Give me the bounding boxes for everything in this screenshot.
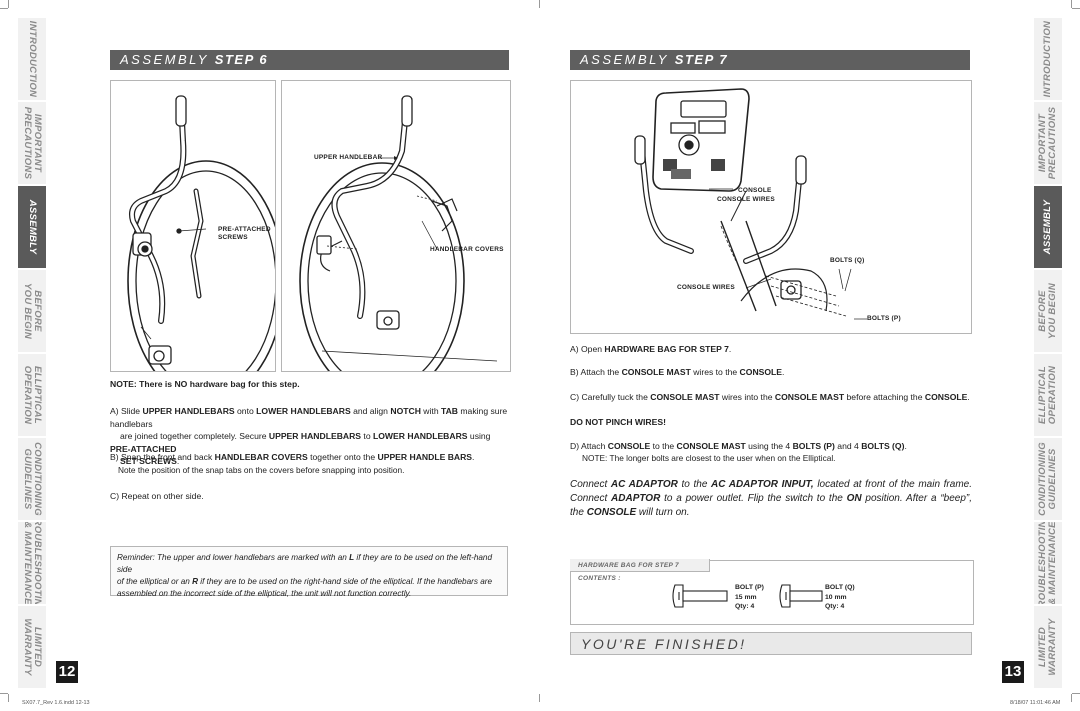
crop-mark (1071, 0, 1072, 8)
connect-adaptor-paragraph: Connect AC ADAPTOR to the AC ADAPTOR INP… (570, 479, 972, 518)
finished-banner: YOU'RE FINISHED! (570, 632, 972, 655)
callout-bolts-p: BOLTS (P) (867, 315, 901, 322)
callout-console-wires: CONSOLE WIRES (717, 196, 775, 203)
step-7-figure: CONSOLE CONSOLE WIRES BOLTS (Q) CONSOLE … (570, 80, 972, 334)
bolt-q-icon (779, 584, 823, 608)
center-crop-mark (539, 694, 540, 702)
tab-assembly[interactable]: ASSEMBLY (18, 186, 46, 268)
step-6-instruction-a: A) Slide UPPER HANDLEBARS onto LOWER HAN… (110, 406, 508, 466)
center-crop-mark (539, 0, 540, 8)
tab-limited-warranty[interactable]: LIMITED WARRANTY (1034, 606, 1062, 688)
step-6-instruction-b: B) Snap the front and back HANDLEBAR COV… (110, 452, 475, 462)
step-7-instruction-a: A) Open HARDWARE BAG FOR STEP 7. (570, 344, 732, 354)
footer-timestamp: 8/18/07 11:01:46 AM (1010, 700, 1061, 706)
tab-introduction[interactable]: INTRODUCTION (1034, 18, 1062, 100)
callout-console-wires-lower: CONSOLE WIRES (677, 284, 735, 291)
tab-before-you-begin[interactable]: BEFORE YOU BEGIN (1034, 270, 1062, 352)
bolt-p-info: BOLT (P) 15 mm Qty: 4 (735, 584, 764, 610)
step-7-heading: ASSEMBLY STEP 7 (570, 50, 970, 70)
tab-conditioning-guidelines[interactable]: CONDITIONING GUIDELINES (18, 438, 46, 520)
step-7-instruction-d-note: NOTE: The longer bolts are closest to th… (582, 453, 836, 463)
handlebar-reminder-box: Reminder: The upper and lower handlebars… (110, 546, 508, 598)
step-7-instruction-d: D) Attach CONSOLE to the CONSOLE MAST us… (570, 441, 907, 451)
pinch-warning: DO NOT PINCH WIRES! (570, 417, 666, 427)
callout-console: CONSOLE (738, 187, 772, 194)
tab-elliptical-operation[interactable]: ELLIPTICAL OPERATION (1034, 354, 1062, 436)
tab-introduction[interactable]: INTRODUCTION (18, 18, 46, 100)
step-6-instruction-c: C) Repeat on other side. (110, 491, 204, 501)
step-6-figure-2: UPPER HANDLEBAR HANDLEBAR COVERS (281, 80, 511, 400)
tab-elliptical-operation[interactable]: ELLIPTICAL OPERATION (18, 354, 46, 436)
crop-mark (0, 693, 8, 694)
page-number-right: 13 (1002, 661, 1024, 683)
right-section-tabs: INTRODUCTION IMPORTANT PRECAUTIONS ASSEM… (1034, 18, 1062, 690)
crop-mark (0, 8, 8, 9)
step-6-note: NOTE: There is NO hardware bag for this … (110, 379, 300, 389)
crop-mark (1071, 694, 1072, 702)
step-6-instruction-b-note: Note the position of the snap tabs on th… (118, 465, 405, 475)
crop-mark (1072, 693, 1080, 694)
step-7-instruction-b: B) Attach the CONSOLE MAST wires to the … (570, 367, 785, 377)
callout-screws: SCREWS (218, 234, 248, 241)
tab-limited-warranty[interactable]: LIMITED WARRANTY (18, 606, 46, 688)
callout-bolts-q: BOLTS (Q) (830, 257, 865, 264)
page-number-left: 12 (56, 661, 78, 683)
tab-troubleshooting-maintenance[interactable]: TROUBLESHOOTING & MAINTENANCE (18, 522, 46, 604)
handlebar-illustration-2 (299, 95, 498, 400)
step-6-figure-1: PRE-ATTACHED SCREWS (110, 80, 285, 402)
handlebar-illustration-1 (127, 95, 285, 402)
console-illustration (634, 88, 867, 320)
tab-conditioning-guidelines[interactable]: CONDITIONING GUIDELINES (1034, 438, 1062, 520)
left-section-tabs: INTRODUCTION IMPORTANT PRECAUTIONS ASSEM… (18, 18, 46, 690)
footer-file-name: SX07.7_Rev 1.6.indd 12-13 (22, 700, 90, 706)
callout-pre-attached: PRE-ATTACHED (218, 226, 271, 233)
tab-before-you-begin[interactable]: BEFORE YOU BEGIN (18, 270, 46, 352)
callout-upper-handlebar: UPPER HANDLEBAR (314, 154, 383, 161)
crop-mark (8, 694, 9, 702)
bolt-p-icon (672, 584, 728, 608)
hardware-bag-label: HARDWARE BAG FOR STEP 7 CONTENTS : (570, 559, 710, 582)
crop-mark (1072, 8, 1080, 9)
tab-important-precautions[interactable]: IMPORTANT PRECAUTIONS (18, 102, 46, 184)
step-6-heading: ASSEMBLY STEP 6 (110, 50, 509, 70)
step-7-instruction-c: C) Carefully tuck the CONSOLE MAST wires… (570, 392, 970, 402)
tab-important-precautions[interactable]: IMPORTANT PRECAUTIONS (1034, 102, 1062, 184)
crop-mark (8, 0, 9, 8)
bolt-q-info: BOLT (Q) 10 mm Qty: 4 (825, 584, 855, 610)
tab-assembly[interactable]: ASSEMBLY (1034, 186, 1062, 268)
callout-handlebar-covers: HANDLEBAR COVERS (430, 246, 504, 253)
tab-troubleshooting-maintenance[interactable]: TROUBLESHOOTING & MAINTENANCE (1034, 522, 1062, 604)
